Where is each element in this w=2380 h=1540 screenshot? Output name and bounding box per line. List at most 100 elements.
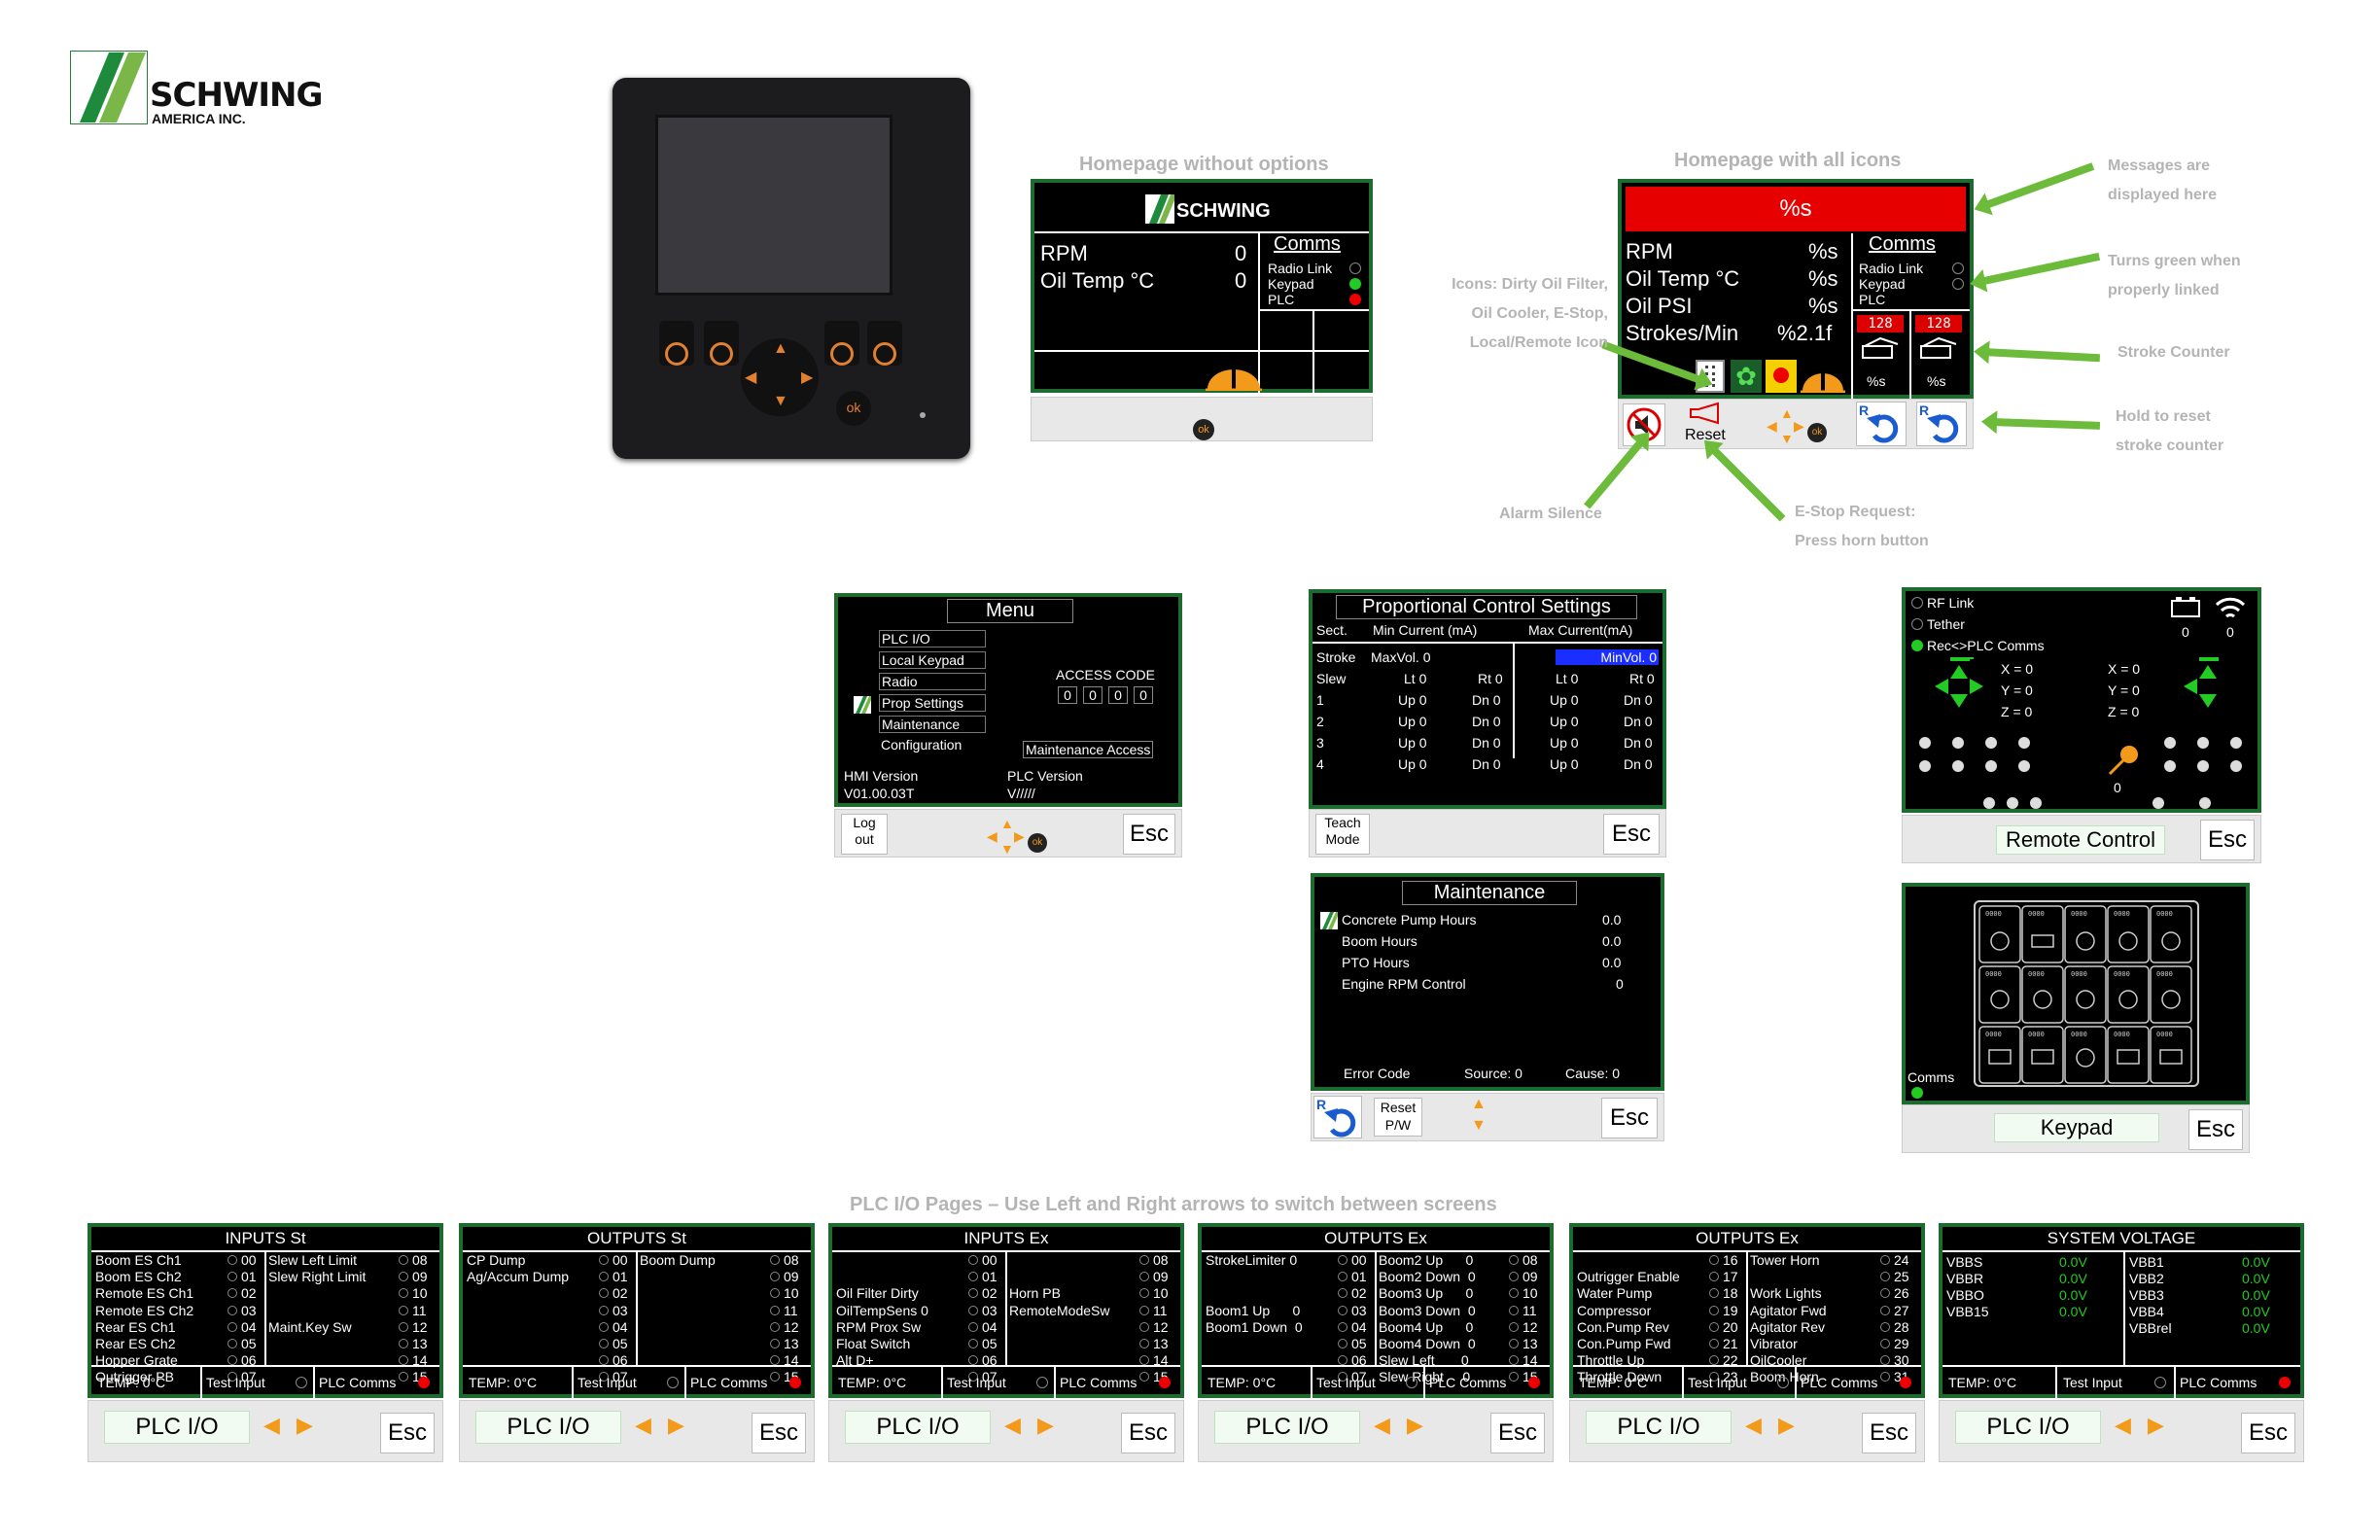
stroke-min[interactable]: MaxVol. 0 — [1371, 649, 1431, 665]
arrow-hold — [1990, 418, 2101, 430]
slew-min-lt[interactable]: Lt 0 — [1404, 671, 1427, 686]
esc-button[interactable]: Esc — [2200, 820, 2255, 860]
sect-min-dn[interactable]: Dn 0 — [1472, 714, 1501, 729]
ok-icon[interactable]: ok — [1028, 833, 1047, 853]
maintenance-access-button[interactable]: Maintenance Access — [1023, 741, 1154, 758]
io-led — [599, 1372, 609, 1382]
sect-min-dn[interactable]: Dn 0 — [1472, 692, 1501, 708]
io-led — [228, 1255, 237, 1265]
esc-button[interactable]: Esc — [1601, 1098, 1658, 1138]
esc-button[interactable]: Esc — [1121, 1413, 1175, 1453]
sect-min-up[interactable]: Up 0 — [1398, 756, 1427, 772]
io-led — [1338, 1255, 1348, 1265]
menu-item-local-keypad[interactable]: Local Keypad — [879, 651, 986, 669]
right-arrow-icon[interactable]: ▶ — [668, 1413, 684, 1437]
io-led — [599, 1288, 609, 1299]
access-digit-1[interactable]: 0 — [1058, 686, 1077, 704]
left-arrow-icon[interactable]: ◀ — [1004, 1413, 1021, 1437]
esc-button[interactable]: Esc — [1862, 1413, 1916, 1453]
dpad-icon[interactable]: ▲▼◀▶ — [987, 816, 1025, 857]
sect-min-up[interactable]: Up 0 — [1398, 692, 1427, 708]
io-label: Oil Filter Dirty — [836, 1285, 919, 1302]
boom-hours-label[interactable]: Boom Hours — [1342, 933, 1418, 949]
esc-button[interactable]: Esc — [380, 1413, 435, 1453]
menu-item-plc-io[interactable]: PLC I/O — [879, 630, 986, 648]
menu-item-configuration[interactable]: Configuration — [881, 737, 962, 752]
menu-item-maintenance[interactable]: Maintenance — [879, 716, 986, 733]
sect-max-up[interactable]: Up 0 — [1550, 756, 1579, 772]
slew-min-rt[interactable]: Rt 0 — [1478, 671, 1503, 686]
sect-min-dn[interactable]: Dn 0 — [1472, 735, 1501, 751]
sect-max-dn[interactable]: Dn 0 — [1624, 714, 1653, 729]
io-led — [399, 1272, 408, 1282]
esc-button[interactable]: Esc — [2241, 1413, 2295, 1453]
io-led — [1338, 1272, 1348, 1282]
io-number: 05 — [982, 1336, 998, 1351]
logo-mark-icon — [70, 51, 148, 124]
rpm-control-label[interactable]: Engine RPM Control — [1342, 976, 1466, 992]
stroke-counter-2: 128 — [1915, 315, 1962, 332]
reset-hours-button[interactable]: R — [1313, 1096, 1362, 1138]
io-label: Slew Left 0 — [1379, 1352, 1469, 1369]
dial-icon — [2108, 746, 2138, 776]
sect-max-dn[interactable]: Dn 0 — [1624, 735, 1653, 751]
sect-max-up[interactable]: Up 0 — [1550, 735, 1579, 751]
access-digit-2[interactable]: 0 — [1083, 686, 1102, 704]
esc-button[interactable]: Esc — [1603, 814, 1660, 855]
svg-text:0000: 0000 — [1985, 910, 2002, 918]
access-digit-3[interactable]: 0 — [1108, 686, 1128, 704]
right-arrow-icon[interactable]: ▶ — [297, 1413, 313, 1437]
voltage-value: 0.0V — [2059, 1287, 2087, 1303]
slew-max-rt[interactable]: Rt 0 — [1629, 671, 1655, 686]
stroke-max[interactable]: MinVol. 0 — [1556, 649, 1659, 665]
esc-button[interactable]: Esc — [2188, 1109, 2243, 1150]
dpad-icon[interactable]: ▲▼◀▶ — [1767, 405, 1804, 446]
access-digit-4[interactable]: 0 — [1134, 686, 1153, 704]
brand-icon — [1145, 194, 1174, 224]
sect-max-up[interactable]: Up 0 — [1550, 692, 1579, 708]
esc-button[interactable]: Esc — [752, 1413, 806, 1453]
sect-max-dn[interactable]: Dn 0 — [1624, 692, 1653, 708]
menu-item-prop-settings[interactable]: Prop Settings — [879, 694, 986, 712]
left-arrow-icon[interactable]: ◀ — [635, 1413, 651, 1437]
right-arrow-icon[interactable]: ▶ — [1407, 1413, 1423, 1437]
slew-max-lt[interactable]: Lt 0 — [1556, 671, 1579, 686]
sect-max-up[interactable]: Up 0 — [1550, 714, 1579, 729]
right-arrow-icon[interactable]: ▶ — [1778, 1413, 1795, 1437]
stroke-counter-1: 128 — [1857, 315, 1904, 332]
right-arrow-icon[interactable]: ▶ — [2148, 1413, 2164, 1437]
sect-max-dn[interactable]: Dn 0 — [1624, 756, 1653, 772]
menu-item-radio[interactable]: Radio — [879, 673, 986, 690]
esc-button[interactable]: Esc — [1123, 814, 1175, 855]
io-led — [1880, 1272, 1890, 1282]
io-number: 07 — [1351, 1369, 1367, 1385]
voltage-value: 0.0V — [2059, 1304, 2087, 1319]
left-arrow-icon[interactable]: ◀ — [1745, 1413, 1762, 1437]
pump-hours-label[interactable]: Concrete Pump Hours — [1342, 912, 1477, 928]
io-label: Rear ES Ch2 — [95, 1336, 176, 1351]
pto-hours-label[interactable]: PTO Hours — [1342, 955, 1410, 970]
ok-icon[interactable]: ok — [1193, 419, 1214, 440]
io-number: 09 — [1522, 1269, 1538, 1285]
left-arrow-icon[interactable]: ◀ — [1374, 1413, 1390, 1437]
sect-min-up[interactable]: Up 0 — [1398, 735, 1427, 751]
up-down-arrows-icon[interactable]: ▲▼ — [1471, 1096, 1487, 1134]
esc-button[interactable]: Esc — [1490, 1413, 1545, 1453]
sect-min-dn[interactable]: Dn 0 — [1472, 756, 1501, 772]
left-arrow-icon[interactable]: ◀ — [263, 1413, 280, 1437]
left-arrow-icon[interactable]: ◀ — [2115, 1413, 2131, 1437]
ok-icon[interactable]: ok — [1807, 423, 1827, 442]
sect-min-up[interactable]: Up 0 — [1398, 714, 1427, 729]
oil-temp-label: Oil Temp °C — [1040, 268, 1155, 293]
voltage-label: VBB15 — [1946, 1304, 1989, 1319]
reset-counter-2-button[interactable]: R — [1916, 402, 1967, 446]
right-arrow-icon[interactable]: ▶ — [1037, 1413, 1054, 1437]
temp-label: TEMP: 0°C — [469, 1375, 538, 1390]
stroke-label: Stroke — [1316, 649, 1356, 665]
reset-counter-1-button[interactable]: R — [1856, 402, 1907, 446]
